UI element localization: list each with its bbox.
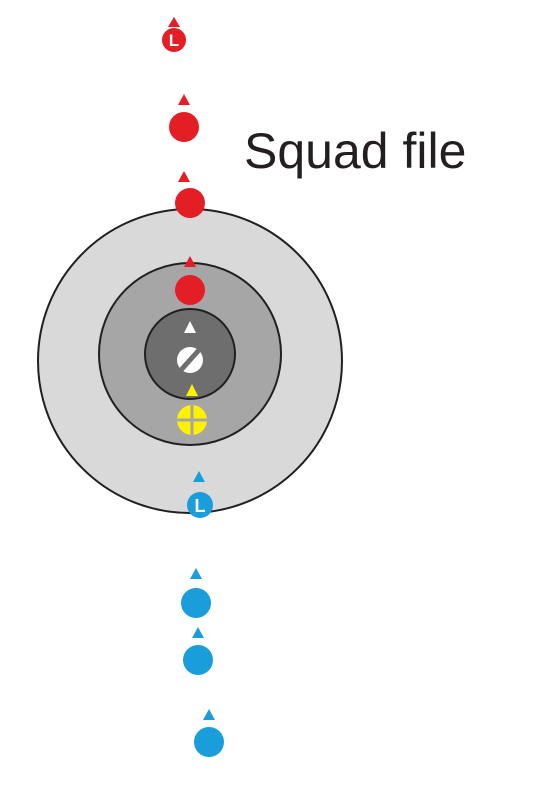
soldier-icon (194, 727, 224, 757)
leader-label: L (195, 496, 206, 516)
direction-arrow-icon (168, 17, 180, 27)
direction-arrow-icon (184, 321, 196, 333)
blue-leader-marker: L (187, 471, 213, 518)
leader-icon (187, 492, 213, 518)
blue-soldier-marker (194, 709, 224, 757)
direction-arrow-icon (203, 709, 215, 720)
soldier-icon (181, 588, 211, 618)
red-soldier-marker (169, 94, 199, 142)
slash-line (179, 348, 201, 372)
direction-arrow-icon (184, 256, 196, 267)
leader-label: L (169, 31, 179, 50)
direction-arrow-icon (186, 384, 198, 396)
blue-soldier-marker (181, 568, 211, 618)
red-soldier-marker (175, 256, 205, 305)
direction-arrow-icon (193, 471, 205, 482)
yellow-marker (177, 384, 207, 435)
direction-arrow-icon (178, 94, 190, 105)
red-soldier-marker (175, 171, 205, 218)
diagram-title: Squad file (244, 123, 467, 179)
soldier-icon (169, 112, 199, 142)
blue-soldier-marker (183, 627, 213, 675)
soldier-icon (175, 188, 205, 218)
soldier-icon (175, 275, 205, 305)
red-leader-marker: L (162, 17, 186, 52)
neutral-marker (177, 321, 203, 373)
direction-arrow-icon (190, 568, 202, 579)
direction-arrow-icon (178, 171, 190, 182)
leader-icon (162, 28, 186, 52)
soldier-icon (183, 645, 213, 675)
direction-arrow-icon (192, 627, 204, 638)
